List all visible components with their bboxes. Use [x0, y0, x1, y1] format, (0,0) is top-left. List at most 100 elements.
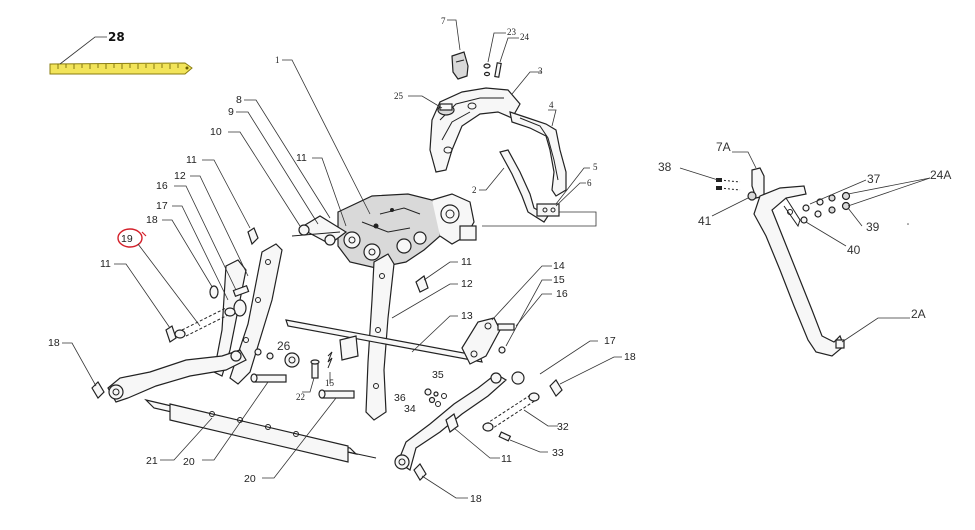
callout-35: 35 — [432, 369, 444, 381]
clip-part-11-top — [247, 227, 259, 246]
callout-4: 4 — [549, 100, 554, 110]
callout-12b: 12 — [461, 278, 473, 290]
callout-25: 25 — [394, 91, 404, 101]
callout-20b: 20 — [244, 473, 256, 485]
callout-9: 9 — [228, 106, 234, 118]
callout-39: 39 — [866, 220, 880, 234]
leader-21 — [160, 417, 213, 461]
leader-22 — [302, 377, 315, 393]
leader-1 — [282, 59, 371, 215]
cap-part-25 — [437, 103, 455, 116]
leader-23 — [487, 32, 506, 63]
leader-33 — [509, 439, 548, 453]
leader-11a — [202, 159, 251, 229]
callout-15b: 15 — [553, 274, 565, 286]
bushing-part-26 — [254, 348, 300, 368]
callout-11e: 11 — [501, 453, 512, 465]
spring-part-15 — [327, 351, 333, 369]
detail-nut-41 — [747, 191, 757, 201]
ruler-part-28 — [49, 62, 193, 75]
leader-8 — [244, 99, 331, 219]
leader-3 — [511, 71, 542, 95]
callout-17b: 17 — [604, 335, 616, 347]
pin-part-20-a — [250, 373, 287, 383]
bolt-part-33 — [498, 431, 512, 442]
highlight-tick — [141, 231, 147, 237]
washers-parts-35-36-34 — [424, 388, 439, 404]
callout-2: 2 — [472, 185, 477, 195]
bolt-parts-5-6 — [482, 203, 597, 227]
leader-18d — [421, 475, 468, 499]
ring-part-18-right — [511, 371, 563, 397]
detail-washers-37-39-40 — [800, 191, 851, 224]
leader-2A — [841, 317, 910, 343]
leader-15b — [505, 279, 552, 347]
small-parts-23-24 — [483, 62, 502, 78]
callout-36: 36 — [394, 392, 406, 404]
pin-part-20-b — [318, 389, 355, 399]
callout-2A: 2A — [911, 307, 926, 321]
callout-14: 14 — [553, 260, 565, 272]
callout-3: 3 — [538, 66, 543, 76]
leader-24A-b — [847, 177, 931, 207]
detail-main-bracket-2A — [753, 185, 845, 357]
highlight-circle — [117, 228, 143, 248]
callout-22: 22 — [296, 392, 305, 402]
stray-dot — [907, 223, 909, 225]
lower-lift-arm-left — [107, 349, 247, 403]
leader-18b — [62, 342, 97, 387]
leader-16a — [174, 185, 237, 291]
leader-2 — [479, 167, 505, 191]
callout-5: 5 — [593, 162, 598, 172]
callout-23: 23 — [507, 27, 517, 37]
callout-24A: 24A — [930, 168, 951, 182]
leader-4 — [548, 109, 557, 127]
leader-13 — [411, 315, 458, 353]
clip-part-11-right — [415, 275, 429, 293]
callout-7: 7 — [441, 16, 446, 26]
callout-16b: 16 — [556, 288, 568, 300]
callout-40: 40 — [847, 243, 861, 257]
leader-25 — [408, 95, 443, 109]
leader-20b — [262, 397, 337, 479]
callout-37: 37 — [867, 172, 881, 186]
callout-6: 6 — [587, 178, 592, 188]
callout-15a: 15 — [325, 378, 335, 388]
callout-1: 1 — [275, 55, 280, 65]
leader-28 — [59, 36, 107, 65]
callout-11b: 11 — [100, 258, 111, 270]
leader-6 — [555, 182, 586, 207]
turnbuckle-part-19 — [174, 307, 236, 339]
leader-5 — [555, 167, 590, 205]
callout-10: 10 — [210, 126, 222, 138]
leader-37 — [809, 179, 867, 205]
leader-12a — [190, 175, 249, 277]
clip-part-11-bottom — [445, 413, 459, 433]
callout-19: 19 — [121, 233, 133, 245]
bolt-part-22 — [310, 359, 320, 379]
turnbuckle-part-32 — [482, 392, 540, 432]
detail-bolts-38 — [716, 178, 741, 191]
callout-11d: 11 — [461, 256, 472, 268]
callout-21: 21 — [146, 455, 158, 467]
leader-9 — [236, 111, 319, 225]
leader-18a — [162, 219, 215, 291]
callout-17a: 17 — [156, 200, 168, 212]
leader-20a — [202, 381, 269, 461]
clip-part-11-left — [165, 325, 177, 343]
pins-parts-16-17 — [209, 285, 250, 317]
callout-32: 32 — [557, 421, 569, 433]
callout-8: 8 — [236, 94, 242, 106]
callout-18a: 18 — [146, 214, 158, 226]
leader-39 — [847, 207, 863, 227]
leader-19 — [137, 243, 201, 327]
callout-24: 24 — [520, 32, 530, 42]
callout-7A: 7A — [716, 140, 731, 154]
callout-11c: 11 — [296, 152, 307, 164]
callout-33: 33 — [552, 447, 564, 459]
leader-11c — [312, 157, 347, 227]
leader-7 — [447, 19, 461, 51]
callout-16a: 16 — [156, 180, 168, 192]
